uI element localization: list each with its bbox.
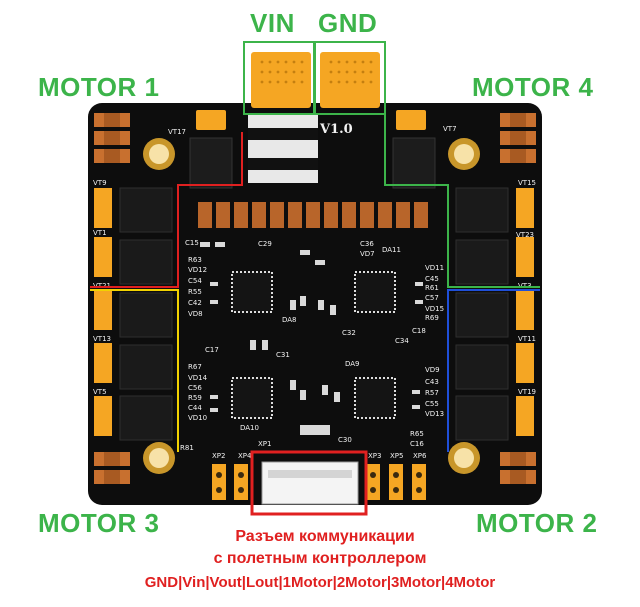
svg-text:R65: R65: [410, 430, 424, 438]
svg-text:C31: C31: [276, 351, 290, 359]
shunt-component: [248, 115, 318, 183]
svg-text:C15: C15: [185, 239, 199, 247]
svg-text:R55: R55: [188, 288, 202, 296]
svg-text:C55: C55: [425, 400, 439, 408]
left-motor-pads: [94, 187, 173, 441]
svg-text:XP1: XP1: [258, 440, 271, 448]
svg-text:XP6: XP6: [413, 452, 427, 460]
svg-text:C29: C29: [258, 240, 272, 248]
svg-text:C16: C16: [410, 440, 424, 448]
trace-highlights: [90, 41, 540, 516]
svg-text:XP4: XP4: [238, 452, 252, 460]
svg-text:R67: R67: [188, 363, 202, 371]
svg-text:R63: R63: [188, 256, 202, 264]
svg-text:VD15: VD15: [425, 305, 444, 313]
svg-text:C44: C44: [188, 404, 202, 412]
caption-line-2: с полетным контроллером: [213, 550, 427, 567]
vin-label: VIN: [250, 8, 295, 38]
svg-text:VT1: VT1: [93, 229, 107, 237]
svg-text:XP2: XP2: [212, 452, 225, 460]
gnd-pad: [320, 52, 380, 108]
motor1-label: MOTOR 1: [38, 72, 160, 102]
caption-line-1: Разъем коммуникации: [235, 528, 415, 545]
svg-text:C54: C54: [188, 277, 202, 285]
corner-capacitors: [94, 113, 536, 484]
svg-text:VT5: VT5: [93, 388, 107, 396]
svg-text:C18: C18: [412, 327, 426, 335]
svg-text:DA8: DA8: [282, 316, 297, 324]
svg-text:XP5: XP5: [390, 452, 403, 460]
svg-text:VD10: VD10: [188, 414, 207, 422]
svg-text:R61: R61: [425, 284, 439, 292]
capacitor-row: [198, 202, 428, 228]
svg-text:VD7: VD7: [360, 250, 375, 258]
motor4-label: MOTOR 4: [472, 72, 594, 102]
svg-text:DA10: DA10: [240, 424, 259, 432]
svg-text:R57: R57: [425, 389, 439, 397]
vin-pad: [251, 52, 311, 108]
svg-text:VT7: VT7: [443, 125, 457, 133]
svg-text:VT9: VT9: [93, 179, 107, 187]
version-label: V1.0: [319, 122, 353, 137]
svg-text:VD9: VD9: [425, 366, 440, 374]
mounting-holes: [143, 138, 480, 474]
silkscreen-labels: VT17 VT7 VT9 VT15 VT1 VT23 VT21 VT3 VT13…: [93, 125, 536, 460]
svg-text:R59: R59: [188, 394, 202, 402]
svg-text:DA11: DA11: [382, 246, 401, 254]
svg-text:C32: C32: [342, 329, 356, 337]
motor3-label: MOTOR 3: [38, 508, 160, 538]
svg-text:VD13: VD13: [425, 410, 444, 418]
svg-text:VD14: VD14: [188, 374, 208, 382]
svg-text:C45: C45: [425, 275, 439, 283]
svg-text:VT19: VT19: [518, 388, 536, 396]
svg-text:VT11: VT11: [518, 335, 536, 343]
svg-text:VT13: VT13: [93, 335, 111, 343]
svg-text:VD11: VD11: [425, 264, 444, 272]
svg-text:C30: C30: [338, 436, 352, 444]
svg-text:VD8: VD8: [188, 310, 203, 318]
svg-text:VT15: VT15: [518, 179, 536, 187]
caption-line-3: GND|Vin|Vout|Lout|1Motor|2Motor|3Motor|4…: [144, 574, 496, 591]
motor2-label: MOTOR 2: [476, 508, 598, 538]
svg-text:VT23: VT23: [516, 231, 534, 239]
svg-text:C36: C36: [360, 240, 374, 248]
svg-text:C43: C43: [425, 378, 439, 386]
svg-text:VD12: VD12: [188, 266, 207, 274]
mcu-chips: [231, 271, 396, 419]
svg-text:R69: R69: [425, 314, 439, 322]
svg-text:XP3: XP3: [368, 452, 381, 460]
svg-text:R81: R81: [180, 444, 194, 452]
right-motor-pads: [455, 187, 534, 441]
svg-text:DA9: DA9: [345, 360, 360, 368]
test-points: [212, 464, 426, 500]
svg-text:C56: C56: [188, 384, 202, 392]
svg-text:C57: C57: [425, 294, 439, 302]
svg-text:VT17: VT17: [168, 128, 186, 136]
svg-text:C42: C42: [188, 299, 202, 307]
svg-text:C34: C34: [395, 337, 409, 345]
gnd-label: GND: [318, 8, 378, 38]
fc-connector: [261, 461, 359, 505]
svg-text:C17: C17: [205, 346, 219, 354]
